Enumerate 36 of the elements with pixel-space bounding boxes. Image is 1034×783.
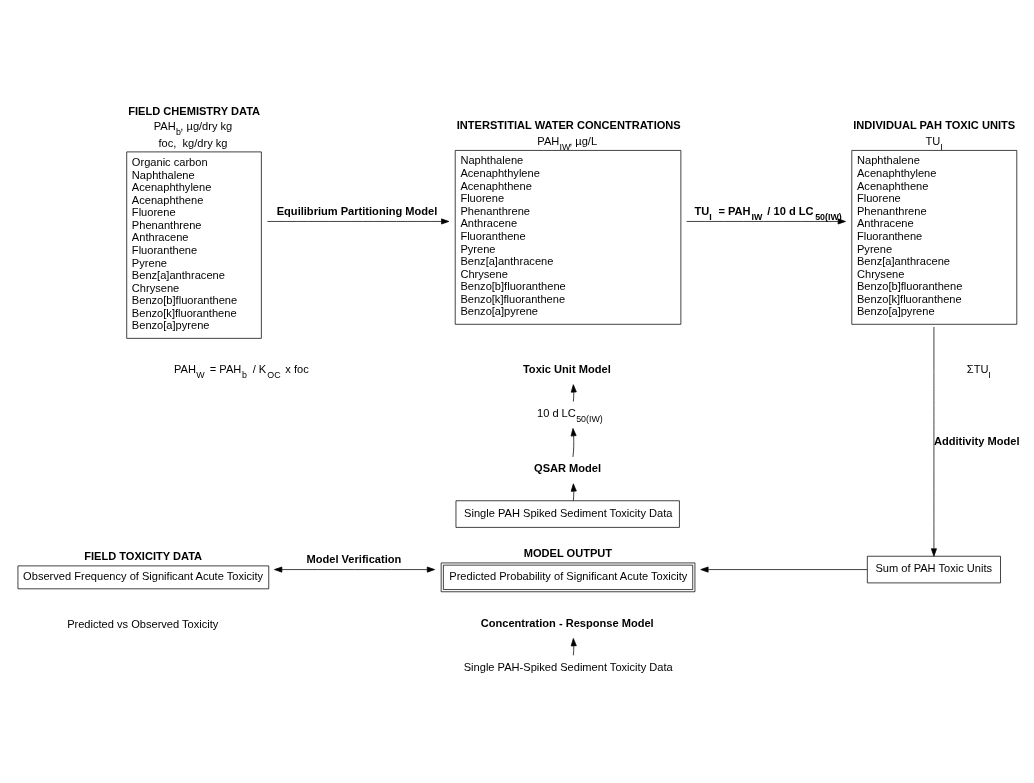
node-box: Naphthalene Acenaphthylene Acenaphthene Fluorene Phenanthrene Anthracene Fluoranthene Pyrene Benz[a]anthracene Chrysene Benzo[b]fluoranthene Benzo[k]fluoranthene Benzo[a]pyrene: [851, 149, 1018, 325]
node-label: PAH$_{IW}$, µg/L: [537, 134, 598, 151]
arrow: [570, 637, 577, 656]
label: ΣTU$_{I}$: [966, 362, 991, 380]
arrow: [570, 427, 577, 457]
node-label: foc, kg/dry kg: [158, 136, 228, 149]
node-label: PAH$_{b}$, µg/dry kg: [153, 119, 233, 137]
label: PAH$_{W}$ = PAH$_{b}$ / K$_{OC}$ x foc: [174, 362, 309, 380]
node-label: INTERSTITIAL WATER CONCENTRATIONS: [456, 118, 681, 131]
node-label: FIELD CHEMISTRY DATA: [128, 104, 261, 117]
edge-label: Model Verification: [306, 552, 402, 565]
label: Predicted vs Observed Toxicity: [67, 617, 219, 630]
node-label: INDIVIDUAL PAH TOXIC UNITS: [853, 118, 1016, 131]
node-text: QSAR Model: [534, 461, 602, 474]
arrow: [930, 326, 937, 557]
arrow: [267, 218, 450, 224]
arrow: [686, 218, 846, 224]
node-text: 10 d LC$_{50(IW)}$: [536, 406, 603, 424]
node-box: Observed Frequency of Significant Acute Toxicity: [17, 565, 270, 589]
node-box: Single PAH Spiked Sediment Toxicity Data: [455, 499, 680, 528]
node-box: Sum of PAH Toxic Units: [866, 555, 1001, 583]
node-text: Toxic Unit Model: [522, 362, 611, 375]
node-text: Concentration - Response Model: [480, 616, 654, 629]
arrow: [700, 566, 868, 573]
node-label: FIELD TOXICITY DATA: [84, 549, 203, 562]
edge-label: TU$_{I}$ = PAH$_{IW}$ / 10 d LC$_{50(IW)}$: [694, 204, 842, 222]
node-box: Naphthalene Acenaphthylene Acenaphthene Fluorene Phenanthrene Anthracene Fluoranthene Pyrene Benz[a]anthracene Chrysene Benzo[b]fluoranthene Benzo[k]fluoranthene Benzo[a]pyrene: [454, 149, 682, 325]
node-text: Single PAH-Spiked Sediment Toxicity Data: [463, 660, 673, 673]
arrow: [274, 566, 435, 573]
edge-label: Equilibrium Partitioning Model: [276, 204, 438, 217]
node-box: Organic carbon Naphthalene Acenaphthylene Acenaphthene Fluorene Phenanthrene Anthracene Fluoranthene Pyrene Benz[a]anthracene Chrysene Benzo[b]fluoranthene Benzo[k]fluoranthene Benzo[a]pyrene: [126, 151, 262, 339]
edge-label: Additivity Model: [933, 434, 1020, 447]
node-label: MODEL OUTPUT: [523, 546, 613, 559]
arrow: [570, 383, 577, 402]
arrow: [570, 482, 577, 501]
node-label: TU$_{I}$: [925, 134, 943, 151]
